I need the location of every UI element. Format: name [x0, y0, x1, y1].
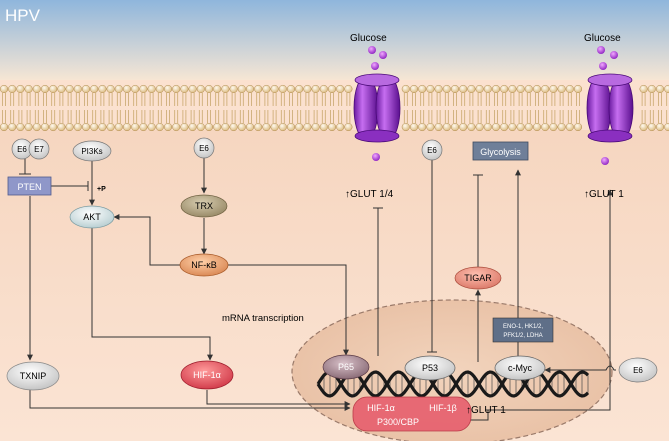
glut1-expression-to-membrane: [485, 189, 613, 411]
e6-node-p53: E6: [421, 139, 443, 161]
svg-text:AKT: AKT: [83, 212, 101, 222]
txnip-node: TXNIP: [6, 361, 60, 391]
svg-text:E6: E6: [17, 145, 27, 154]
dna-helix: [316, 370, 590, 398]
glycolysis-box: Glycolysis: [472, 141, 529, 161]
akt-to-hif1a: [91, 228, 213, 361]
glut-transporter-right: [586, 73, 634, 143]
svg-text:ENO-1, HK1/2,: ENO-1, HK1/2,: [503, 324, 543, 330]
svg-text:c-Myc: c-Myc: [508, 363, 532, 373]
glucose-molecules-right: [597, 46, 618, 165]
hif1-complex: HIF-1α HIF-1β P300/CBP: [352, 396, 472, 432]
glucose-label-right: Glucose: [584, 33, 621, 44]
pi3ks-node: PI3Ks: [72, 140, 112, 162]
svg-text:TXNIP: TXNIP: [20, 371, 47, 381]
svg-text:P65: P65: [338, 362, 354, 372]
hif1a-in-nucleus: HIF-1α: [367, 403, 395, 413]
hif1b-in-nucleus: HIF-1β: [429, 403, 457, 413]
svg-text:TRX: TRX: [195, 201, 213, 211]
txnip-to-nucleus: [29, 390, 351, 411]
p300-cbp-label: P300/CBP: [377, 417, 419, 427]
p65-node: P65: [322, 354, 370, 380]
glut1-label-nucleus: ↑GLUT 1: [466, 405, 506, 416]
svg-text:E7: E7: [34, 145, 44, 154]
svg-text:HIF-1α: HIF-1α: [193, 370, 221, 380]
e7-node: E7: [28, 138, 50, 160]
extracellular-space: [0, 0, 669, 80]
svg-text:PFK1/2, LDHA: PFK1/2, LDHA: [503, 333, 542, 339]
svg-text:PI3Ks: PI3Ks: [81, 147, 102, 156]
nfkb-to-akt: [113, 214, 182, 266]
e6-node-trx: E6: [193, 137, 215, 159]
diagram-title: HPV: [5, 6, 41, 25]
pten-box: PTEN: [7, 176, 52, 196]
tigar-node: TIGAR: [454, 266, 502, 290]
pathway-connectors: [19, 158, 616, 421]
enzymes-box: ENO-1, HK1/2, PFK1/2, LDHA: [492, 317, 554, 343]
glut1-label-top: ↑GLUT 1: [584, 189, 624, 200]
nfkb-to-p65: [227, 264, 349, 356]
lipid-bilayer-membrane: [0, 84, 669, 132]
nfkb-node: NF-κB: [179, 253, 229, 277]
svg-text:P53: P53: [422, 363, 438, 373]
glut-transporter-left: [353, 73, 401, 143]
hif1a-node-cytoplasm: HIF-1α: [180, 360, 234, 390]
cmyc-node: c-Myc: [494, 355, 546, 381]
e6-to-cmyc: [544, 365, 616, 373]
svg-text:E6: E6: [427, 146, 437, 155]
glucose-label-left: Glucose: [350, 33, 387, 44]
svg-text:TIGAR: TIGAR: [464, 273, 492, 283]
svg-text:Glycolysis: Glycolysis: [480, 147, 521, 157]
phosphorylation-label: +P: [97, 186, 106, 193]
svg-text:NF-κB: NF-κB: [191, 260, 217, 270]
p53-node: P53: [404, 355, 456, 381]
svg-text:E6: E6: [199, 144, 209, 153]
hif1a-to-nucleus: [206, 390, 351, 407]
svg-text:E6: E6: [633, 366, 643, 375]
e6-node-cmyc: E6: [618, 357, 658, 383]
trx-node: TRX: [180, 194, 228, 218]
svg-text:PTEN: PTEN: [17, 182, 41, 192]
glucose-molecules-left: [368, 46, 387, 161]
mrna-transcription-label: mRNA transcription: [222, 313, 304, 324]
akt-node: AKT: [69, 205, 115, 229]
hif-complex-to-glut1: [470, 410, 489, 421]
glut14-label: ↑GLUT 1/4: [345, 189, 394, 200]
